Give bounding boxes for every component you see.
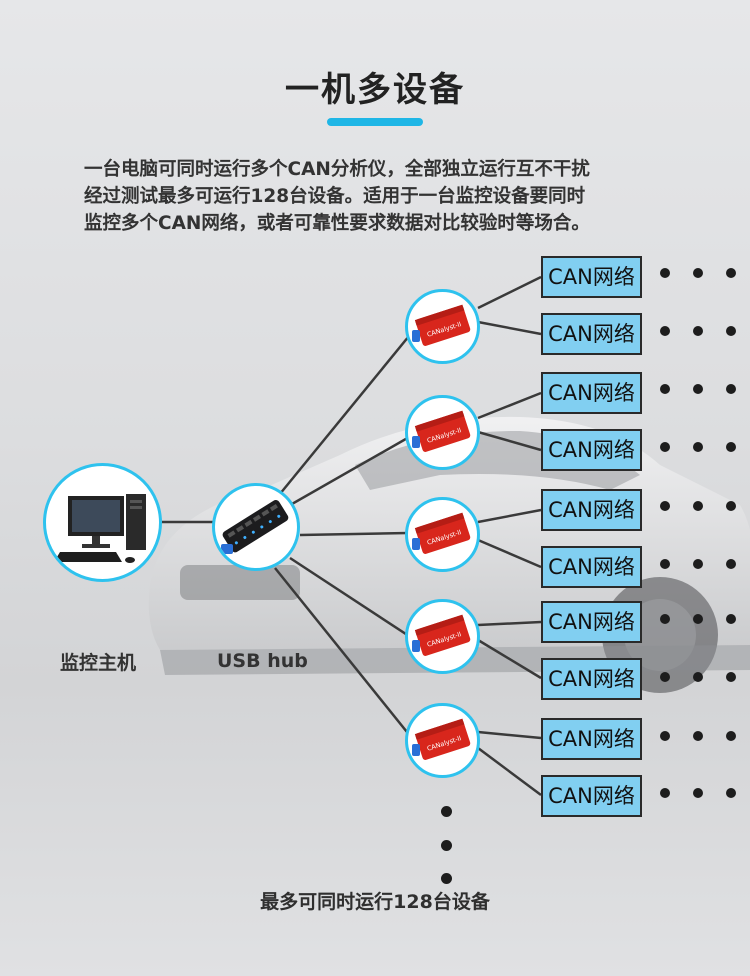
ellipsis-dots xyxy=(660,268,740,278)
vertical-ellipsis-dot xyxy=(441,806,452,817)
ellipsis-dots xyxy=(660,788,740,798)
can-network-box: CAN网络 xyxy=(541,429,642,471)
usb-hub-circle xyxy=(212,483,300,571)
page-title: 一机多设备 xyxy=(285,70,465,110)
can-network-box: CAN网络 xyxy=(541,489,642,531)
can-analyzer-device: CANalyst-II xyxy=(405,395,480,470)
title-underline xyxy=(327,118,423,126)
can-analyzer-icon: CANalyst-II xyxy=(412,718,471,760)
pc-label: 监控主机 xyxy=(60,652,137,674)
can-network-box: CAN网络 xyxy=(541,718,642,760)
can-analyzer-icon: CANalyst-II xyxy=(412,512,471,554)
can-analyzer-device: CANalyst-II xyxy=(405,289,480,364)
computer-icon xyxy=(54,494,146,563)
footer-caption: 最多可同时运行128台设备 xyxy=(260,891,490,913)
ellipsis-dots xyxy=(660,559,740,569)
description-line-2: 经过测试最多可运行128台设备。适用于一台监控设备要同时 xyxy=(84,186,586,207)
description-line-3: 监控多个CAN网络，或者可靠性要求数据对比较验时等场合。 xyxy=(84,213,590,234)
can-analyzer-icon: CANalyst-II xyxy=(412,304,471,346)
usb-hub-label: USB hub xyxy=(217,650,308,672)
can-network-box: CAN网络 xyxy=(541,313,642,355)
can-analyzer-icon: CANalyst-II xyxy=(412,410,471,452)
can-network-box: CAN网络 xyxy=(541,256,642,298)
can-network-box: CAN网络 xyxy=(541,601,642,643)
can-analyzer-device: CANalyst-II xyxy=(405,599,480,674)
can-analyzer-icon: CANalyst-II xyxy=(412,614,471,656)
ellipsis-dots xyxy=(660,326,740,336)
can-network-box: CAN网络 xyxy=(541,546,642,588)
ellipsis-dots xyxy=(660,442,740,452)
can-network-box: CAN网络 xyxy=(541,658,642,700)
pc-circle xyxy=(43,463,162,582)
can-analyzer-device: CANalyst-II xyxy=(405,497,480,572)
ellipsis-dots xyxy=(660,614,740,624)
description-line-1: 一台电脑可同时运行多个CAN分析仪，全部独立运行互不干扰 xyxy=(84,159,590,180)
vertical-ellipsis-dot xyxy=(441,873,452,884)
usb-hub-icon xyxy=(221,499,289,554)
ellipsis-dots xyxy=(660,384,740,394)
ellipsis-dots xyxy=(660,672,740,682)
vertical-ellipsis-dot xyxy=(441,840,452,851)
ellipsis-dots xyxy=(660,501,740,511)
description: 一台电脑可同时运行多个CAN分析仪，全部独立运行互不干扰 经过测试最多可运行12… xyxy=(84,156,674,237)
ellipsis-dots xyxy=(660,731,740,741)
can-network-box: CAN网络 xyxy=(541,372,642,414)
can-network-box: CAN网络 xyxy=(541,775,642,817)
can-analyzer-device: CANalyst-II xyxy=(405,703,480,778)
